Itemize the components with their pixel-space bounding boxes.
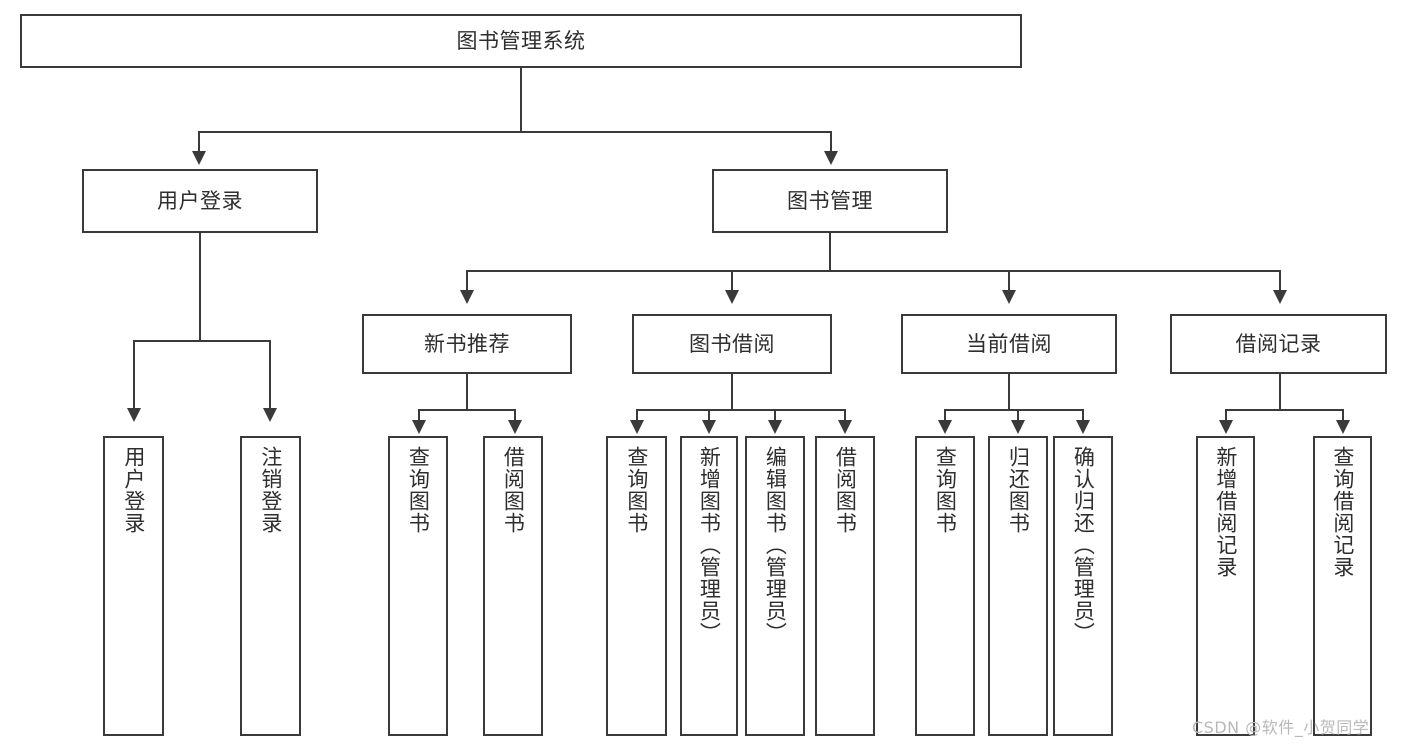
leaf-current-borrow-return-label: 归还图书 bbox=[1006, 446, 1031, 534]
leaf-book-borrow-add[interactable]: 新增图书（管理员） bbox=[680, 436, 738, 736]
edge-current-borrow-bus bbox=[944, 409, 1084, 411]
node-current-borrow[interactable]: 当前借阅 bbox=[901, 314, 1117, 374]
node-book-borrow-label: 图书借阅 bbox=[689, 331, 775, 356]
arrow-book-mgmt-to-record bbox=[1273, 290, 1287, 304]
edge-book-mgmt-bus bbox=[466, 270, 1280, 272]
edge-new-book-to-leaf2 bbox=[514, 409, 516, 422]
edge-borrow-record-to-leaf1 bbox=[1225, 409, 1227, 422]
leaf-current-borrow-query-label: 查询图书 bbox=[933, 446, 958, 534]
arrow-new-book-to-leaf2 bbox=[508, 420, 522, 434]
node-root-system[interactable]: 图书管理系统 bbox=[20, 14, 1022, 68]
leaf-book-borrow-borrow[interactable]: 借阅图书 bbox=[815, 436, 875, 736]
edge-current-borrow-stem bbox=[1008, 374, 1010, 410]
edge-book-borrow-stem bbox=[731, 374, 733, 410]
arrow-book-borrow-to-leaf4 bbox=[838, 420, 852, 434]
arrow-root-to-book-mgmt bbox=[824, 151, 838, 165]
arrow-current-borrow-to-leaf1 bbox=[938, 420, 952, 434]
edge-borrow-record-stem bbox=[1279, 374, 1281, 410]
leaf-current-borrow-confirm-label: 确认归还（管理员） bbox=[1071, 446, 1096, 644]
leaf-new-book-query[interactable]: 查询图书 bbox=[388, 436, 448, 736]
leaf-borrow-record-query-label: 查询借阅记录 bbox=[1330, 446, 1355, 578]
leaf-book-borrow-edit[interactable]: 编辑图书（管理员） bbox=[745, 436, 805, 736]
arrow-book-mgmt-to-new-book bbox=[460, 290, 474, 304]
leaf-current-borrow-confirm[interactable]: 确认归还（管理员） bbox=[1053, 436, 1113, 736]
edge-current-borrow-to-leaf2 bbox=[1017, 409, 1019, 422]
edge-user-login-to-leaf2 bbox=[269, 340, 271, 410]
leaf-user-login-logout[interactable]: 注销登录 bbox=[240, 436, 301, 736]
edge-root-to-user-login bbox=[198, 131, 200, 153]
node-root-system-label: 图书管理系统 bbox=[456, 28, 586, 53]
leaf-book-borrow-add-label: 新增图书（管理员） bbox=[697, 446, 722, 644]
leaf-new-book-borrow-label: 借阅图书 bbox=[501, 446, 526, 534]
edge-book-mgmt-to-record bbox=[1279, 270, 1281, 292]
edge-root-to-book-mgmt bbox=[830, 131, 832, 153]
edge-book-borrow-to-leaf1 bbox=[636, 409, 638, 422]
edge-book-borrow-bus bbox=[636, 409, 845, 411]
edge-book-borrow-to-leaf4 bbox=[844, 409, 846, 422]
node-book-management[interactable]: 图书管理 bbox=[712, 169, 948, 233]
arrow-borrow-record-to-leaf1 bbox=[1219, 420, 1233, 434]
arrow-book-borrow-to-leaf1 bbox=[630, 420, 644, 434]
edge-book-borrow-to-leaf2 bbox=[708, 409, 710, 422]
node-new-book-recommend[interactable]: 新书推荐 bbox=[362, 314, 572, 374]
leaf-book-borrow-query[interactable]: 查询图书 bbox=[606, 436, 667, 736]
arrow-book-borrow-to-leaf3 bbox=[768, 420, 782, 434]
leaf-borrow-record-add[interactable]: 新增借阅记录 bbox=[1196, 436, 1255, 736]
edge-new-book-stem bbox=[466, 374, 468, 410]
edge-borrow-record-to-leaf2 bbox=[1342, 409, 1344, 422]
leaf-user-login-login-label: 用户登录 bbox=[121, 446, 146, 534]
leaf-new-book-borrow[interactable]: 借阅图书 bbox=[483, 436, 543, 736]
edge-book-mgmt-to-new-book bbox=[466, 270, 468, 292]
leaf-book-borrow-query-label: 查询图书 bbox=[624, 446, 649, 534]
leaf-user-login-login[interactable]: 用户登录 bbox=[103, 436, 164, 736]
arrow-current-borrow-to-leaf2 bbox=[1011, 420, 1025, 434]
arrow-root-to-user-login bbox=[192, 151, 206, 165]
arrow-borrow-record-to-leaf2 bbox=[1336, 420, 1350, 434]
edge-book-mgmt-to-current bbox=[1008, 270, 1010, 292]
edge-new-book-to-leaf1 bbox=[418, 409, 420, 422]
leaf-current-borrow-query[interactable]: 查询图书 bbox=[915, 436, 975, 736]
arrow-book-mgmt-to-borrow bbox=[725, 290, 739, 304]
leaf-book-borrow-borrow-label: 借阅图书 bbox=[833, 446, 858, 534]
node-borrow-record-label: 借阅记录 bbox=[1235, 331, 1322, 356]
edge-book-mgmt-stem bbox=[829, 233, 831, 271]
arrow-user-login-to-leaf2 bbox=[263, 408, 277, 422]
node-new-book-recommend-label: 新书推荐 bbox=[424, 331, 510, 356]
edge-book-borrow-to-leaf3 bbox=[774, 409, 776, 422]
node-current-borrow-label: 当前借阅 bbox=[966, 331, 1052, 356]
arrow-book-mgmt-to-current bbox=[1002, 290, 1016, 304]
leaf-current-borrow-return[interactable]: 归还图书 bbox=[988, 436, 1048, 736]
edge-user-login-stem bbox=[199, 233, 201, 341]
edge-current-borrow-to-leaf1 bbox=[944, 409, 946, 422]
leaf-user-login-logout-label: 注销登录 bbox=[258, 446, 283, 534]
edge-root-stem bbox=[520, 68, 522, 132]
edge-user-login-to-leaf1 bbox=[133, 340, 135, 410]
edge-new-book-bus bbox=[418, 409, 516, 411]
leaf-borrow-record-add-label: 新增借阅记录 bbox=[1213, 446, 1238, 578]
leaf-new-book-query-label: 查询图书 bbox=[406, 446, 431, 534]
arrow-new-book-to-leaf1 bbox=[412, 420, 426, 434]
edge-root-bus bbox=[198, 131, 832, 133]
edge-book-mgmt-to-borrow bbox=[731, 270, 733, 292]
node-user-login-label: 用户登录 bbox=[157, 188, 243, 213]
node-book-borrow[interactable]: 图书借阅 bbox=[632, 314, 832, 374]
edge-current-borrow-to-leaf3 bbox=[1082, 409, 1084, 422]
node-borrow-record[interactable]: 借阅记录 bbox=[1170, 314, 1387, 374]
leaf-book-borrow-edit-label: 编辑图书（管理员） bbox=[763, 446, 788, 644]
edge-user-login-bus bbox=[133, 340, 271, 342]
node-book-management-label: 图书管理 bbox=[787, 188, 873, 213]
node-user-login[interactable]: 用户登录 bbox=[82, 169, 318, 233]
csdn-watermark: CSDN @软件_小贺同学 bbox=[1192, 718, 1370, 737]
arrow-user-login-to-leaf1 bbox=[127, 408, 141, 422]
edge-borrow-record-bus bbox=[1225, 409, 1343, 411]
leaf-borrow-record-query[interactable]: 查询借阅记录 bbox=[1313, 436, 1372, 736]
arrow-book-borrow-to-leaf2 bbox=[702, 420, 716, 434]
arrow-current-borrow-to-leaf3 bbox=[1076, 420, 1090, 434]
